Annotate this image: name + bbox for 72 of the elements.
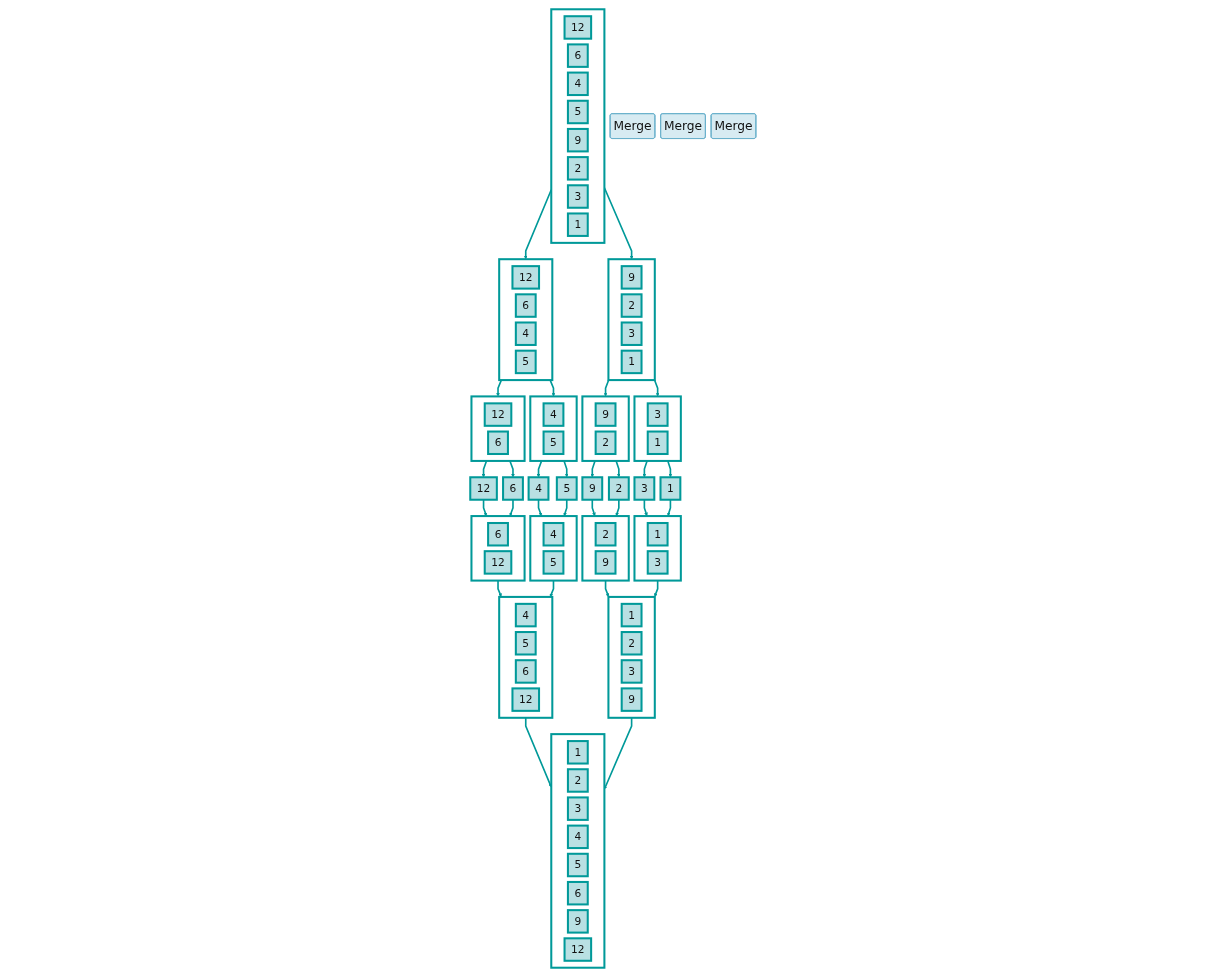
node-box: 5 xyxy=(566,99,589,125)
node-box: 9 xyxy=(620,687,643,712)
node-box: 5 xyxy=(514,349,537,375)
node-box: 3 xyxy=(620,321,643,346)
node-box: 1 xyxy=(646,430,669,455)
node-box: 4 xyxy=(566,824,589,850)
cluster xyxy=(470,395,526,462)
node-box: 5 xyxy=(542,550,565,575)
node-box: 9 xyxy=(581,476,604,501)
node-box: 4 xyxy=(542,522,565,547)
node-box: 1 xyxy=(646,522,669,547)
node-box: 6 xyxy=(566,43,589,68)
cluster xyxy=(581,515,630,582)
node-box: 4 xyxy=(566,71,589,97)
node-box: 9 xyxy=(594,402,617,427)
node-box: 5 xyxy=(542,430,565,455)
cluster xyxy=(550,8,606,244)
cluster xyxy=(607,258,656,382)
node-box: 6 xyxy=(514,659,537,684)
node-box: 9 xyxy=(620,265,643,290)
node-box: 1 xyxy=(659,476,682,501)
node-box: 4 xyxy=(542,402,565,427)
node-box: 4 xyxy=(514,602,537,628)
node-box: 12 xyxy=(483,402,513,427)
node-box: 2 xyxy=(566,156,589,181)
node-box: 12 xyxy=(563,937,593,962)
node-box: 6 xyxy=(514,293,537,318)
cluster xyxy=(581,395,630,462)
node-box: 12 xyxy=(563,15,593,40)
node-box: 4 xyxy=(514,321,537,346)
node-box: 3 xyxy=(566,796,589,821)
node-box: 2 xyxy=(594,522,617,547)
arrow xyxy=(563,460,569,478)
cluster xyxy=(498,595,554,719)
node-box: 5 xyxy=(514,631,537,656)
node-box: 6 xyxy=(487,430,509,455)
node-box: 3 xyxy=(646,550,669,575)
node-box: 12 xyxy=(511,265,540,290)
node-box: 2 xyxy=(620,293,643,318)
node-box: 9 xyxy=(566,909,589,934)
node-box: 4 xyxy=(527,476,550,501)
node-box: 2 xyxy=(620,631,643,656)
cluster xyxy=(607,595,656,719)
cluster xyxy=(529,515,578,582)
node-box: 3 xyxy=(633,476,656,501)
node-box: 2 xyxy=(566,768,589,793)
node-box: 3 xyxy=(566,184,589,209)
node-box: 6 xyxy=(566,880,589,906)
node-box: 6 xyxy=(487,522,509,547)
node-box: 1 xyxy=(566,740,589,765)
node-box: 1 xyxy=(620,349,643,375)
cluster xyxy=(633,395,682,462)
node-box: 12 xyxy=(469,476,498,501)
arrow xyxy=(615,460,621,478)
cluster xyxy=(529,395,578,462)
node-box: 1 xyxy=(566,212,589,237)
node-box: 5 xyxy=(566,852,589,878)
node-box: 9 xyxy=(566,127,589,153)
node-box: 5 xyxy=(555,476,578,501)
cluster xyxy=(498,258,554,382)
node-box: 2 xyxy=(607,476,630,501)
cluster xyxy=(550,733,606,969)
cluster xyxy=(470,515,526,582)
cluster xyxy=(633,515,682,582)
node-box: 6 xyxy=(501,476,524,501)
node-box: 2 xyxy=(594,430,617,455)
node-box: 9 xyxy=(594,550,617,575)
node-box: 3 xyxy=(646,402,669,427)
node-box: 1 xyxy=(620,602,643,628)
node-box: 12 xyxy=(483,550,513,575)
node-box: 12 xyxy=(511,687,540,712)
node-box: 3 xyxy=(620,659,643,684)
